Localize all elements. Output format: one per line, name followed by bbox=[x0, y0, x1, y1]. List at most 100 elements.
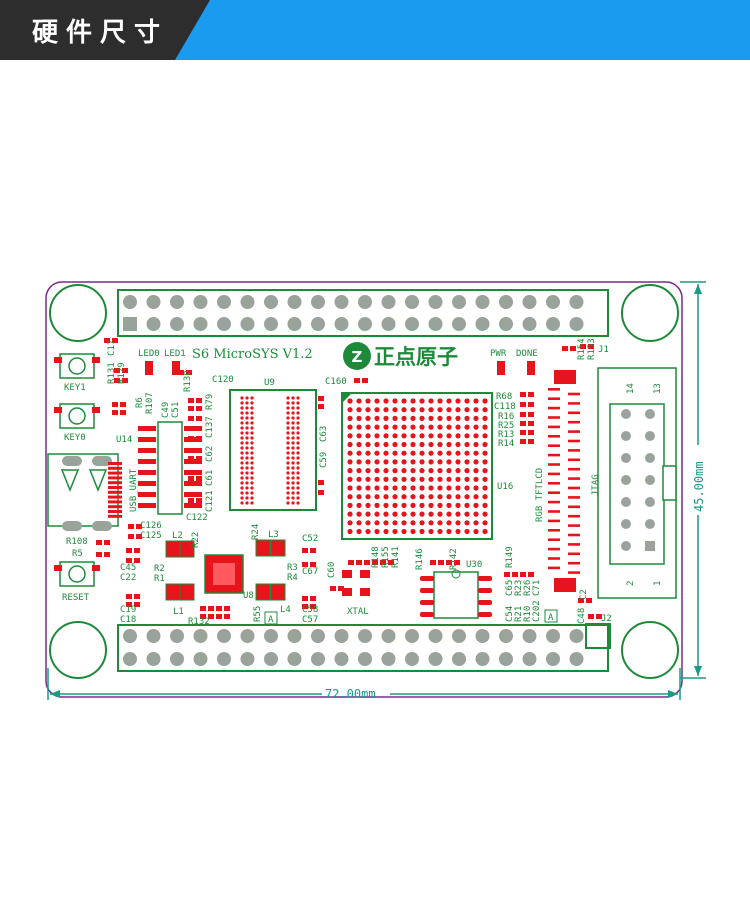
inductor-l2 bbox=[165, 540, 195, 558]
label-led1: LED1 bbox=[164, 349, 186, 359]
fpc-pin bbox=[568, 420, 580, 424]
u9-pin bbox=[250, 476, 254, 480]
bga-ball bbox=[401, 468, 407, 474]
label-c126: C126 bbox=[140, 521, 162, 531]
u9-pin bbox=[286, 406, 290, 410]
u9-pin bbox=[250, 406, 254, 410]
label-c67: C67 bbox=[302, 567, 318, 577]
jtag-pin bbox=[645, 431, 655, 441]
bga-ball bbox=[473, 459, 479, 465]
bga-ball bbox=[419, 459, 425, 465]
fpc-pin bbox=[548, 416, 560, 419]
header-pin bbox=[193, 629, 208, 643]
bga-ball bbox=[419, 415, 425, 421]
bga-ball bbox=[392, 528, 398, 535]
u9-pin bbox=[291, 451, 295, 455]
bga-ball bbox=[383, 494, 389, 500]
header-pin bbox=[475, 317, 490, 331]
bga-ball bbox=[410, 415, 416, 421]
bga-ball bbox=[473, 468, 479, 474]
label-c57: C57 bbox=[302, 615, 318, 625]
header-pin bbox=[452, 295, 466, 309]
passive-pad bbox=[114, 368, 120, 373]
bga-ball bbox=[446, 459, 452, 465]
u9-pin bbox=[245, 451, 249, 455]
passive-pad bbox=[216, 606, 222, 611]
header-pin bbox=[428, 629, 443, 643]
bga-ball bbox=[482, 424, 488, 430]
bga-ball bbox=[410, 398, 416, 404]
passive-pad bbox=[302, 604, 308, 609]
bga-ball bbox=[464, 459, 470, 465]
passive-pad bbox=[302, 562, 308, 567]
bga-ball bbox=[383, 450, 389, 456]
passive-pad bbox=[224, 614, 230, 619]
header-pin bbox=[170, 629, 184, 643]
bga-ball bbox=[356, 415, 362, 421]
xtal-crystal bbox=[342, 570, 370, 596]
passive-pad bbox=[528, 402, 534, 407]
passive-pad bbox=[200, 614, 206, 619]
header-pin bbox=[499, 629, 513, 643]
label-l3: L3 bbox=[268, 530, 279, 540]
header-pin bbox=[475, 295, 490, 309]
bga-ball bbox=[392, 468, 398, 474]
passive-pad bbox=[196, 436, 202, 441]
header-pin bbox=[452, 629, 466, 643]
u9-pin bbox=[296, 441, 300, 445]
bga-ball bbox=[473, 528, 479, 535]
bga-ball bbox=[374, 476, 380, 482]
bga-ball bbox=[365, 494, 371, 500]
passive-pad bbox=[134, 558, 140, 563]
header-pin bbox=[123, 295, 137, 309]
bga-ball bbox=[401, 441, 407, 448]
header-pin-square bbox=[123, 317, 137, 331]
bga-ball bbox=[401, 433, 407, 439]
label-r6: R6 bbox=[135, 397, 145, 408]
bga-ball bbox=[464, 502, 470, 508]
passive-pad bbox=[196, 456, 202, 461]
u9-pin bbox=[245, 481, 249, 485]
bga-ball bbox=[437, 476, 443, 482]
bga-ball bbox=[365, 520, 371, 526]
bga-ball bbox=[455, 407, 461, 413]
passive-pad bbox=[134, 594, 140, 599]
bga-ball bbox=[437, 450, 443, 456]
bga-ball bbox=[419, 450, 425, 456]
u9-pin bbox=[240, 451, 244, 455]
bga-ball bbox=[437, 502, 443, 508]
bga-ball bbox=[356, 450, 362, 456]
bga-ball bbox=[464, 468, 470, 474]
fpc-pin bbox=[568, 543, 580, 546]
header-pin bbox=[405, 652, 419, 666]
label-r13: R13 bbox=[498, 430, 514, 440]
label-c52: C52 bbox=[302, 534, 318, 544]
jtag-pin bbox=[621, 453, 631, 463]
bga-ball bbox=[473, 415, 479, 421]
u9-pin bbox=[245, 491, 249, 495]
bga-ball bbox=[437, 398, 443, 404]
u9-pin bbox=[286, 456, 290, 460]
bga-ball bbox=[446, 407, 452, 413]
bga-ball bbox=[347, 485, 353, 491]
bga-ball bbox=[428, 415, 434, 421]
fpc-pin bbox=[568, 392, 580, 396]
u9-pin bbox=[250, 421, 254, 425]
led0-pad bbox=[145, 361, 153, 375]
u9-pin bbox=[250, 456, 254, 460]
fpc-pin bbox=[568, 402, 580, 405]
bga-ball bbox=[428, 520, 434, 526]
bga-ball bbox=[482, 398, 488, 404]
label-c120: C120 bbox=[212, 375, 234, 385]
label-r148: R148 bbox=[371, 546, 381, 568]
u9-pin bbox=[291, 466, 295, 470]
bga-ball bbox=[383, 511, 389, 517]
bga-ball bbox=[347, 433, 353, 439]
bga-ball bbox=[401, 424, 407, 430]
bga-ball bbox=[365, 476, 371, 482]
header-pin bbox=[170, 295, 184, 309]
passive-pad bbox=[562, 346, 568, 351]
label-c122: C122 bbox=[186, 513, 208, 523]
fpc-pin bbox=[548, 406, 560, 410]
passive-pad bbox=[126, 594, 132, 599]
